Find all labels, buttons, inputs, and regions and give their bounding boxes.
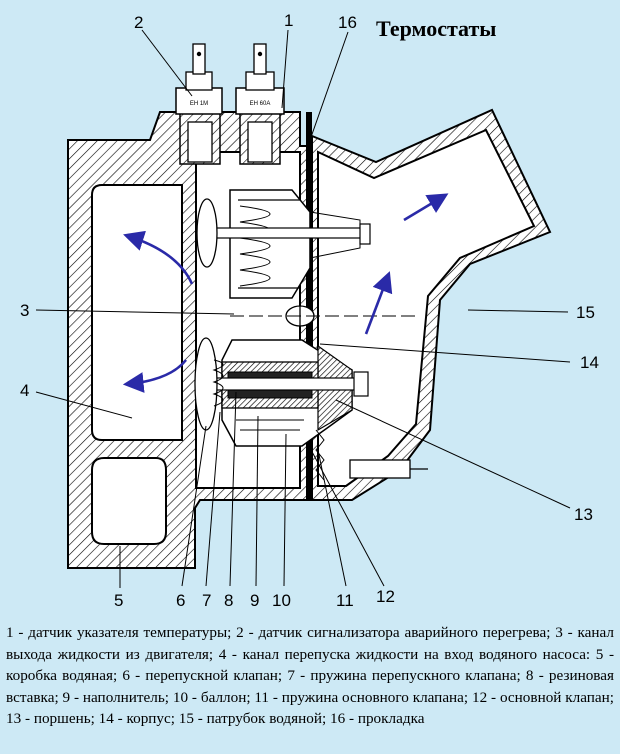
mid-fastener [230,300,420,334]
overheat-alarm-sensor: ЕН 1М [175,43,223,163]
bypass-valve [194,337,218,431]
callout-16: 16 [338,13,357,32]
callout-6: 6 [176,591,185,610]
thermostat-diagram: ЕН 1М ЕН 60А [20,11,599,610]
gasket [306,112,312,500]
callout-5: 5 [114,591,123,610]
leader-lines [35,29,571,588]
sensor-right-label: ЕН 60А [250,101,271,107]
water-pipe-housing [311,108,552,501]
callout-3: 3 [20,301,29,320]
callout-4: 4 [20,381,29,400]
callout-numbers: 2 1 16 3 4 5 6 7 8 9 10 11 12 13 14 15 [20,11,599,610]
thermostat-lower [194,337,369,481]
flow-arrows [122,193,449,393]
diagram-title: Термостаты [376,16,497,41]
sensor-left-label: ЕН 1М [190,101,208,107]
callout-12: 12 [376,587,395,606]
callout-9: 9 [250,591,259,610]
callout-7: 7 [202,591,211,610]
callout-1: 1 [284,11,293,30]
bypass-valve-spring [212,359,224,407]
callout-10: 10 [272,591,291,610]
thermostat-upper [196,189,371,299]
callout-13: 13 [574,505,593,524]
callout-11: 11 [336,591,354,610]
temperature-gauge-sensor: ЕН 60А [235,43,285,163]
legend-caption: 1 - датчик указателя температуры; 2 - да… [6,624,614,727]
callout-15: 15 [576,303,595,322]
callout-14: 14 [580,353,599,372]
main-valve-spring [315,429,325,481]
main-valve-spring-upper [239,205,271,287]
callout-8: 8 [224,591,233,610]
callout-2: 2 [134,13,143,32]
side-bolt [349,459,428,479]
